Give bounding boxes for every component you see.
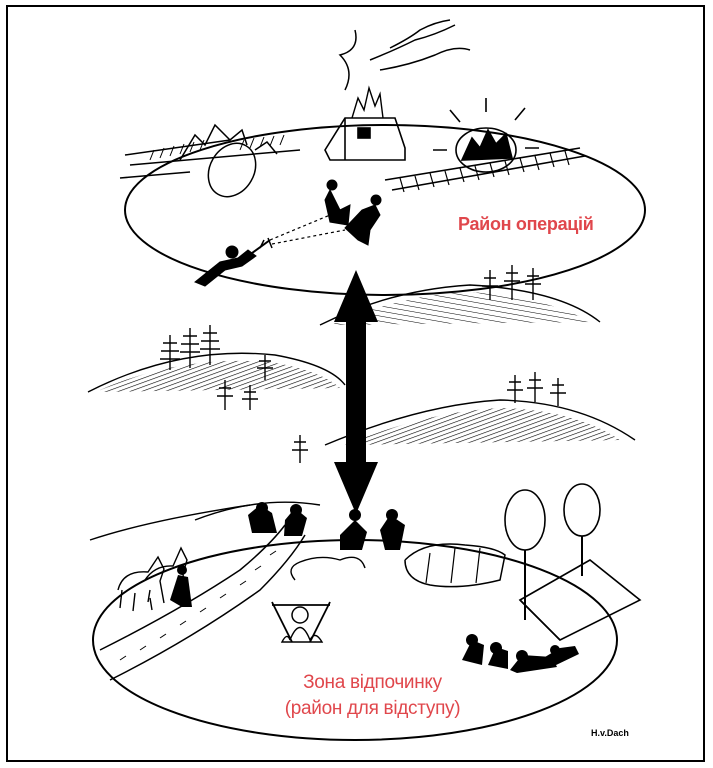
hills-with-forests — [87, 265, 636, 541]
double-headed-arrow — [334, 270, 378, 514]
rest-zone-figures — [170, 502, 579, 673]
operations-area-drawing — [119, 123, 646, 296]
operations-area-label: Район операцій — [458, 214, 594, 234]
burning-house — [324, 19, 471, 161]
explosion-on-railway — [384, 98, 586, 193]
combat-figures — [194, 179, 382, 287]
rest-zone-label-line1: Зона відпочинку — [303, 672, 442, 693]
rest-zone-label-line2: (район для відступу) — [284, 698, 461, 719]
artist-signature: H.v.Dach — [591, 728, 629, 738]
